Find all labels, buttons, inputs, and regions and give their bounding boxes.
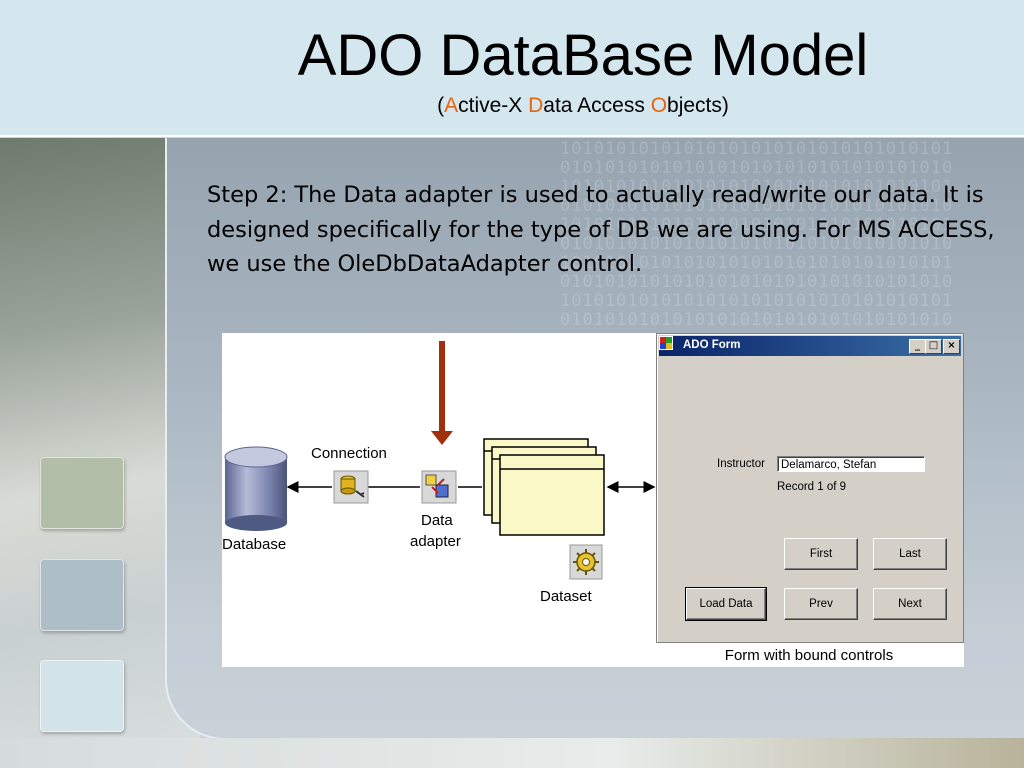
instructor-label: Instructor <box>717 458 765 470</box>
database-cylinder-icon <box>224 446 288 531</box>
dataset-gear-icon <box>569 544 603 580</box>
bottom-strip <box>0 738 1024 768</box>
slide-header: ADO DataBase Model (Active-X Data Access… <box>0 0 1024 137</box>
connection-icon <box>333 470 369 504</box>
slide-body-text: Step 2: The Data adapter is used to actu… <box>207 182 995 277</box>
last-button[interactable]: Last <box>873 538 947 570</box>
decorative-square-light <box>40 660 124 732</box>
record-counter: Record 1 of 9 <box>777 481 847 493</box>
dataset-label: Dataset <box>540 588 592 605</box>
subtitle-open: ( <box>437 94 445 117</box>
data-adapter-label-line1: Data <box>421 512 453 529</box>
diagram-graphics <box>224 341 656 580</box>
decorative-square-blue <box>40 559 124 631</box>
minimize-button[interactable]: _ <box>909 339 926 354</box>
maximize-button[interactable]: □ <box>925 339 942 354</box>
prev-button[interactable]: Prev <box>784 588 858 620</box>
window-title-bar[interactable]: ADO Form _ □ × <box>659 336 961 356</box>
subtitle-part-1: ctive-X <box>458 94 529 117</box>
next-button[interactable]: Next <box>873 588 947 620</box>
form-caption: Form with bound controls <box>724 647 894 664</box>
slide-subtitle: (Active-X Data Access Objects) <box>0 94 1024 118</box>
subtitle-letter-d: D <box>528 94 544 117</box>
subtitle-part-3: bjects) <box>667 94 729 117</box>
app-icon <box>659 336 673 350</box>
ado-diagram: Connection Database Data adapter Dataset… <box>222 333 964 667</box>
data-adapter-icon <box>421 470 457 504</box>
slide-title: ADO DataBase Model <box>297 23 869 88</box>
load-data-button[interactable]: Load Data <box>685 587 767 621</box>
ado-form-window: ADO Form _ □ × Instructor Delamarco, Ste… <box>656 333 964 643</box>
connection-label: Connection <box>311 445 387 462</box>
window-title: ADO Form <box>683 339 741 351</box>
data-adapter-label-line2: adapter <box>410 533 461 550</box>
instructor-textbox[interactable]: Delamarco, Stefan <box>777 456 925 472</box>
red-down-arrow <box>431 341 453 445</box>
close-button[interactable]: × <box>943 339 960 354</box>
decorative-square-green <box>40 457 124 529</box>
binary-watermark: 10101010101010101010101010101010101 0101… <box>560 140 954 330</box>
dataset-tables-icon <box>483 438 605 536</box>
database-label: Database <box>222 536 287 553</box>
subtitle-letter-o: O <box>650 94 668 117</box>
subtitle-letter-a: A <box>444 94 459 117</box>
subtitle-part-2: ata Access <box>543 94 651 117</box>
first-button[interactable]: First <box>784 538 858 570</box>
